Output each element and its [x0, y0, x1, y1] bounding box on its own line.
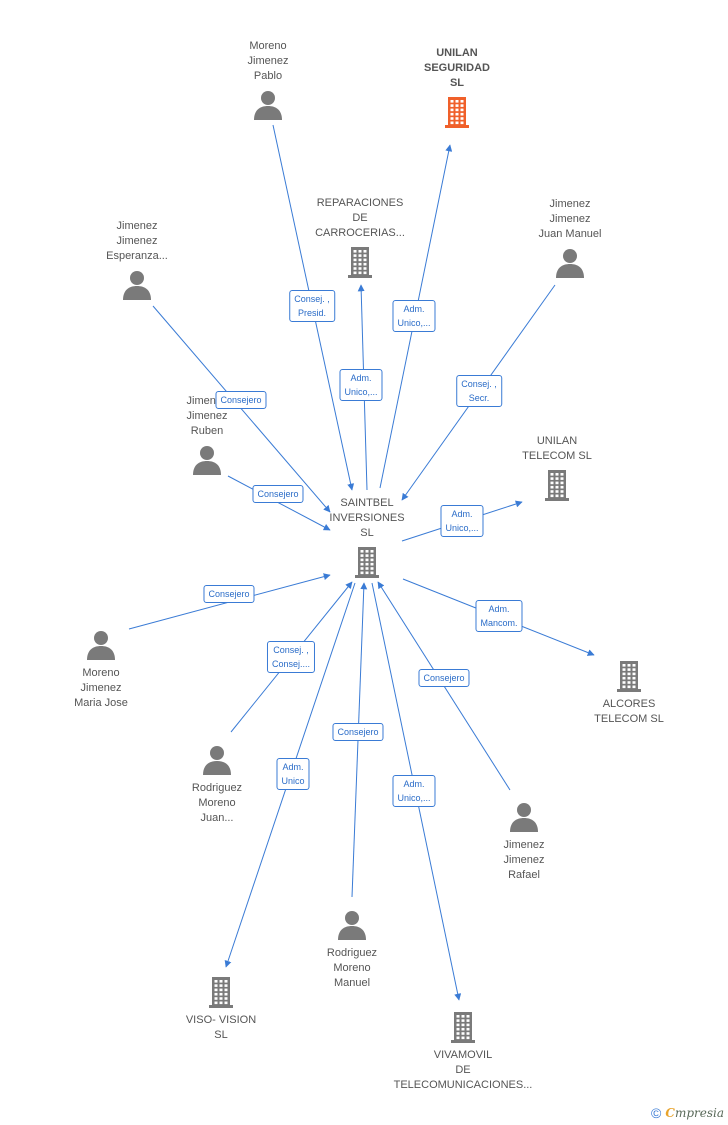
edge-label[interactable]: Adm. Unico,...: [440, 505, 484, 537]
node-label: REPARACIONES DE CARROCERIAS...: [315, 197, 405, 239]
building-icon: [343, 245, 377, 279]
node-moreno-pablo[interactable]: Moreno Jimenez Pablo: [198, 39, 338, 122]
copyright-symbol: ©: [651, 1105, 662, 1121]
node-label: VIVAMOVIL DE TELECOMUNICACIONES...: [393, 1049, 533, 1091]
edge-label[interactable]: Adm. Unico,...: [392, 775, 436, 807]
node-label: Jimenez Jimenez Juan Manuel: [538, 198, 602, 240]
person-icon: [120, 268, 154, 302]
person-icon: [84, 628, 118, 662]
edge-label[interactable]: Consejero: [215, 391, 267, 409]
person-icon: [200, 743, 234, 777]
person-icon: [251, 88, 285, 122]
node-unilan-telecom[interactable]: UNILAN TELECOM SL: [487, 434, 627, 502]
edge-label[interactable]: Adm. Unico,...: [392, 300, 436, 332]
building-icon: [540, 468, 574, 502]
node-label: Jimenez Jimenez Esperanza...: [106, 220, 168, 262]
footer-brand: © Cmpresia: [651, 1105, 724, 1121]
person-icon: [190, 443, 224, 477]
edge-label[interactable]: Consejero: [418, 669, 470, 687]
edge-label[interactable]: Consejero: [203, 585, 255, 603]
node-label: Moreno Jimenez Maria Jose: [74, 667, 128, 709]
person-icon: [553, 246, 587, 280]
edge-jimenez-ruben-center: [227, 475, 331, 531]
person-icon: [507, 800, 541, 834]
edge-label[interactable]: Adm. Unico: [276, 758, 310, 790]
edge-label[interactable]: Adm. Mancom.: [475, 600, 523, 632]
node-jimenez-juan[interactable]: Jimenez Jimenez Juan Manuel: [500, 197, 640, 280]
edge-label[interactable]: Consej. , Secr.: [456, 375, 502, 407]
node-label: Moreno Jimenez Pablo: [247, 40, 289, 82]
node-alcores[interactable]: ALCORES TELECOM SL: [559, 659, 699, 727]
node-label: UNILAN SEGURIDAD SL: [423, 47, 490, 89]
edge-label[interactable]: Consejero: [252, 485, 304, 503]
node-vivamovil[interactable]: VIVAMOVIL DE TELECOMUNICACIONES...: [393, 1010, 533, 1093]
node-jimenez-esperanza[interactable]: Jimenez Jimenez Esperanza...: [67, 219, 207, 302]
node-label: Rodriguez Moreno Juan...: [191, 782, 243, 824]
node-center[interactable]: SAINTBEL INVERSIONES SL: [297, 496, 437, 579]
edge-jimenez-esperanza-center: [152, 305, 331, 513]
node-jimenez-rafael[interactable]: Jimenez Jimenez Rafael: [454, 800, 594, 883]
building-icon: [446, 1010, 480, 1044]
node-viso[interactable]: VISO- VISION SL: [151, 975, 291, 1043]
building-icon: [350, 545, 384, 579]
node-label: SAINTBEL INVERSIONES SL: [329, 497, 405, 539]
node-label: Jimenez Jimenez Rafael: [503, 839, 545, 881]
node-unilan-seg[interactable]: UNILAN SEGURIDAD SL: [387, 46, 527, 129]
person-icon: [335, 908, 369, 942]
node-rodriguez-juan[interactable]: Rodriguez Moreno Juan...: [147, 743, 287, 826]
edge-label[interactable]: Consejero: [332, 723, 384, 741]
building-icon: [612, 659, 646, 693]
node-rodriguez-manuel[interactable]: Rodriguez Moreno Manuel: [282, 908, 422, 991]
building-icon: [440, 95, 474, 129]
brand-logo: Cmpresia: [665, 1106, 724, 1120]
node-reparaciones[interactable]: REPARACIONES DE CARROCERIAS...: [290, 196, 430, 279]
edge-label[interactable]: Consej. , Consej....: [266, 641, 316, 673]
building-icon: [204, 975, 238, 1009]
node-moreno-maria[interactable]: Moreno Jimenez Maria Jose: [31, 628, 171, 711]
node-label: ALCORES TELECOM SL: [594, 698, 664, 725]
edge-label[interactable]: Adm. Unico,...: [339, 369, 383, 401]
node-label: UNILAN TELECOM SL: [522, 435, 592, 462]
edge-label[interactable]: Consej. , Presid.: [289, 290, 335, 322]
node-label: Rodriguez Moreno Manuel: [326, 947, 378, 989]
node-label: VISO- VISION SL: [185, 1014, 257, 1041]
